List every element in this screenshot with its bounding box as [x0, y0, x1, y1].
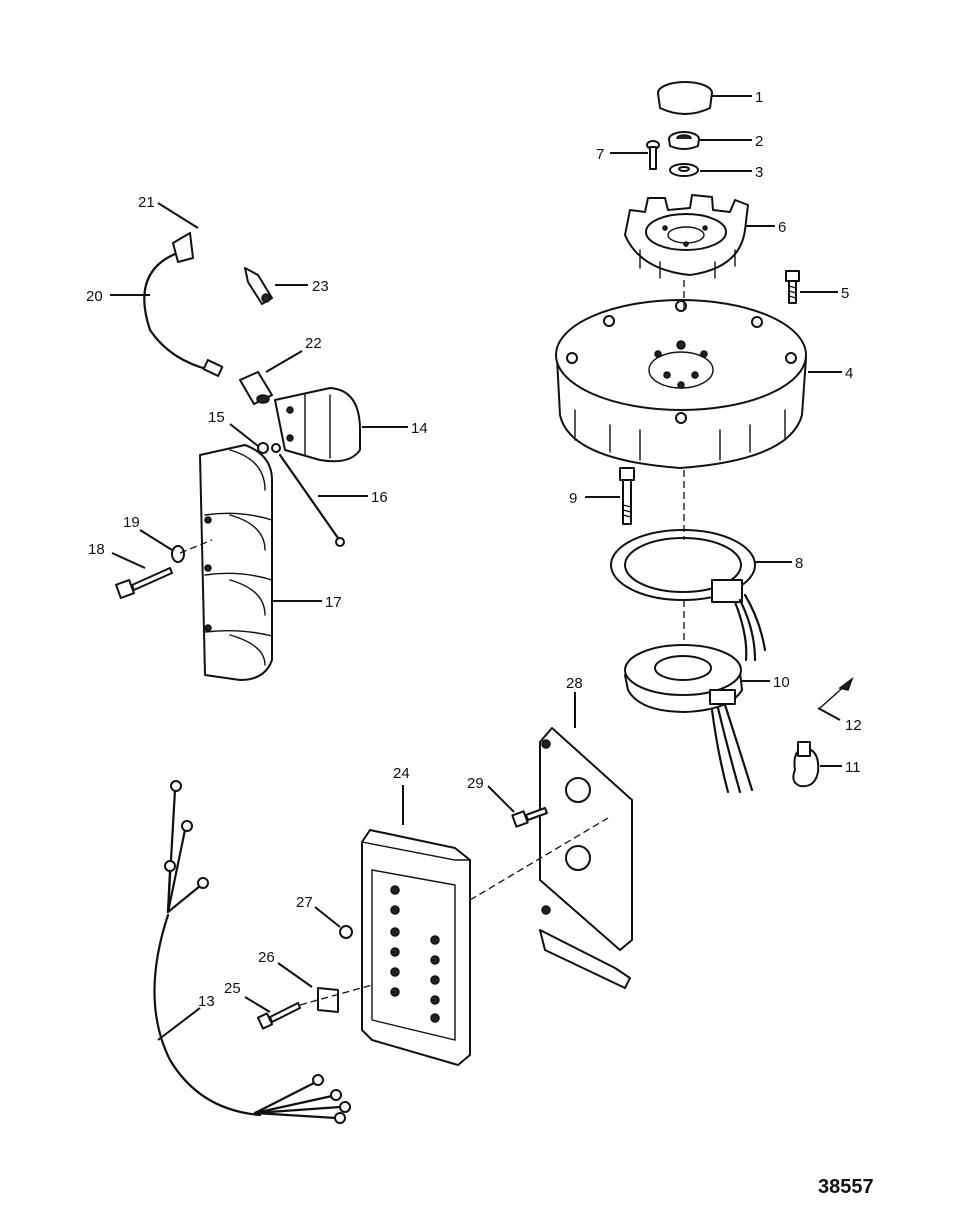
part-26-bracket [317, 987, 339, 1013]
callout-28: 28 [566, 675, 583, 692]
callout-7: 7 [596, 146, 604, 163]
part-25-screw [256, 1002, 301, 1030]
plate-mounting-axis [469, 817, 609, 901]
callout-1: 1 [755, 89, 763, 106]
callout-29: 29 [467, 775, 484, 792]
callout-12: 12 [845, 717, 862, 734]
callout-4: 4 [845, 365, 853, 382]
part-11-clip [792, 741, 820, 788]
part-16-ground-wire [271, 443, 345, 547]
callout-3: 3 [755, 164, 763, 181]
callout-5: 5 [841, 285, 849, 302]
part-18-bolt [115, 567, 173, 599]
coil-bolt-axis [179, 539, 213, 554]
callout-24: 24 [393, 765, 410, 782]
callout-2: 2 [755, 133, 763, 150]
part-23-spark-plug [244, 267, 273, 305]
part-8-stator-ring [610, 529, 767, 662]
part-2-nut [668, 131, 700, 150]
callout-9: 9 [569, 490, 577, 507]
callout-25: 25 [224, 980, 241, 997]
part-1-cap [657, 81, 713, 115]
callout-13: 13 [198, 993, 215, 1010]
callout-15: 15 [208, 409, 225, 426]
part-9-bolt [619, 467, 635, 525]
part-5-bolt [785, 270, 800, 304]
part-4-flywheel [555, 299, 807, 469]
part-20-spark-plug-lead [143, 232, 224, 377]
part-27-nut [339, 925, 353, 939]
leader-lines [110, 95, 842, 1041]
part-12-pin [819, 676, 854, 709]
callout-10: 10 [773, 674, 790, 691]
callout-23: 23 [312, 278, 329, 295]
part-17-coil-pack [199, 444, 273, 681]
callout-18: 18 [88, 541, 105, 558]
part-7-screw [646, 140, 660, 170]
callout-14: 14 [411, 420, 428, 437]
bracket-mounting-axis [299, 984, 373, 1006]
callout-27: 27 [296, 894, 313, 911]
callout-17: 17 [325, 594, 342, 611]
part-29-screw [511, 807, 548, 828]
callout-8: 8 [795, 555, 803, 572]
part-6-starter-cup [624, 194, 749, 279]
callout-19: 19 [123, 514, 140, 531]
part-3-washer [669, 163, 699, 177]
part-22-boot [239, 371, 273, 405]
part-19-washer [171, 545, 185, 563]
part-24-switch-box [361, 829, 471, 1066]
callout-21: 21 [138, 194, 155, 211]
part-13-wiring-harness [153, 780, 351, 1124]
part-10-trigger [624, 644, 754, 794]
callout-11: 11 [845, 759, 861, 776]
callout-6: 6 [778, 219, 786, 236]
callout-16: 16 [371, 489, 388, 506]
part-14-coil [274, 387, 361, 463]
callout-20: 20 [86, 288, 103, 305]
part-15-nut [257, 442, 269, 454]
callout-26: 26 [258, 949, 275, 966]
callout-22: 22 [305, 335, 322, 352]
part-28-mounting-plate [539, 727, 633, 989]
figure-number: 38557 [818, 1176, 874, 1198]
